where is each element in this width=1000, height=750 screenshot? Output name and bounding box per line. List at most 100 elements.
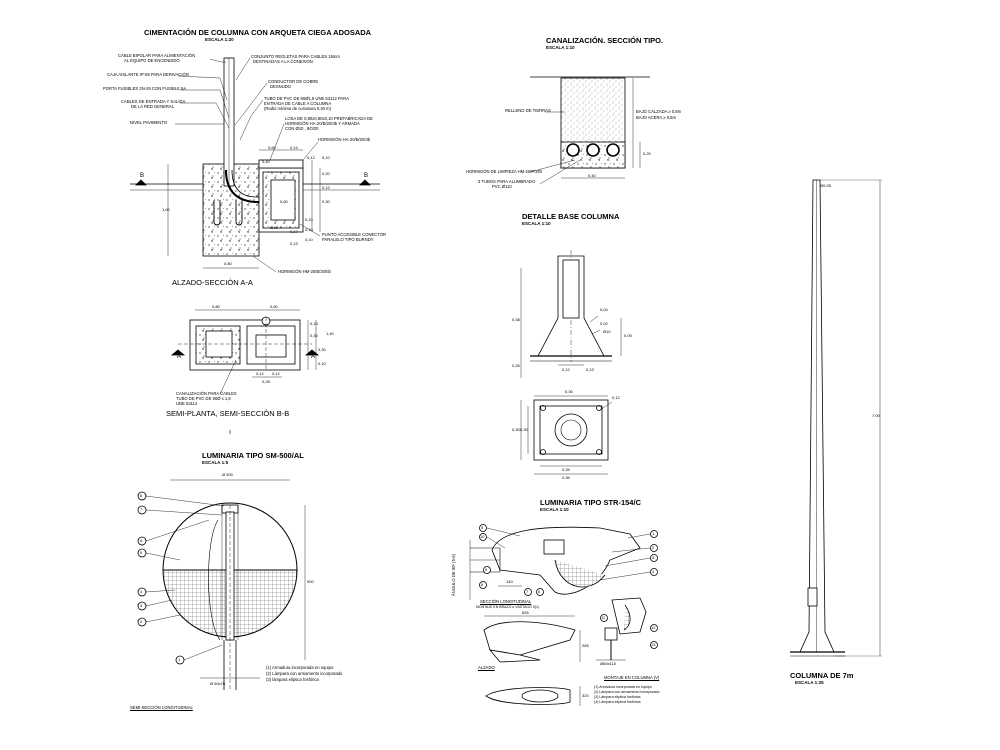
cim-dim: 0,80 [224, 261, 232, 266]
base-dim: 0,04 [600, 307, 608, 312]
cim-label: NIVEL PAVIMENTO [130, 120, 168, 125]
str-column-note: MONTAJE EN COLUMNA (V) [604, 675, 660, 680]
base-dim: 0,12 [612, 395, 620, 400]
cim-dim: 0,10 [305, 237, 313, 242]
sm-callout: 4 [140, 589, 143, 594]
base-dim: 0,38 [512, 317, 520, 322]
str-side-label: ÁNGULO DE 90º (5-6) [451, 553, 456, 596]
sm-callout: 3 [140, 603, 143, 608]
section-mark-b-left: B [140, 173, 145, 179]
str-title: LUMINARIA TIPO STR-154/C [540, 498, 641, 507]
canal-dim: 0,20 [643, 151, 651, 156]
base-dim: 0,26 [562, 467, 570, 472]
sm-callout: 6 [140, 493, 143, 498]
sm-callout: 5 [140, 550, 143, 555]
str-callout-left: 8 [481, 582, 484, 587]
cim-label: CONJUNTO REGLETAS PARA CABLES 16mm [251, 54, 340, 59]
sm-callout: 6 [140, 538, 143, 543]
cim-label: CABLE BIPOLAR PARA ALIMENTACIÓN [118, 53, 196, 58]
str-callout-right: 4 [652, 569, 655, 574]
sm-callout: 7 [140, 507, 143, 512]
semi-dim: 0,10 [310, 321, 318, 326]
semi-note: CANALIZACIÓN PARA CABLES [176, 391, 237, 396]
sm-legend: (3) lámpara elíptica fosfórica [266, 677, 319, 682]
canal-label: BAJO ACERA ≥ 0,6m [636, 115, 676, 120]
str-callout-left: 9 [485, 567, 488, 572]
sm-callout: 2 [140, 619, 143, 624]
cim-label: DE LA RED GENERAL [131, 104, 175, 109]
str-callout-right: 1 [652, 531, 655, 536]
cim-label: HORMIGÓN HM-20/B/20/IIb [278, 269, 331, 274]
base-dim: 0,12 [562, 367, 570, 372]
str-callout-right: 3 [652, 555, 655, 560]
str-detail-dim: Ø60x110 [600, 661, 616, 666]
cim-label: (Radio mínimo de curvatura 0,40 m) [264, 106, 332, 111]
cim-label: PUNTO ACCESIBLE CONECTOR [322, 232, 387, 237]
canal-label: PVC Ø110 [492, 184, 512, 189]
base-scale: ESCALA 1:10 [522, 221, 551, 226]
cim-label: CONDUCTOR DE COBRE [268, 79, 319, 84]
semi-dim: 0,12 [256, 371, 264, 376]
semi-dim: 1,40 [326, 331, 334, 336]
luminaire-sm500-drawing [137, 479, 306, 690]
cim-label: DESNUDO [270, 84, 291, 89]
base-dim: 0,02 [600, 321, 608, 326]
base-dim: Ø10 [603, 329, 611, 334]
str-dim-626: 626 [522, 610, 529, 615]
semi-dim: 0,10 [318, 361, 326, 366]
str-callout-left: 7 [526, 589, 529, 594]
str-legend: (3) Lámpara elíptica fosfórica [594, 695, 641, 699]
canal-label: BAJO CALZADA ≥ 0,8m [636, 109, 682, 114]
cim-label: CABLES DE ENTRADA Y SALIDA [121, 99, 186, 104]
cim-dim: 0,14 [290, 145, 298, 150]
column-top-dim: Ø0,05 [820, 183, 831, 188]
sm-top-dim: Ø 500 [222, 472, 233, 477]
base-dim: 0,30 [520, 427, 528, 432]
section-mark-a-right: A [311, 354, 316, 360]
semi-caption: SEMI-PLANTA, SEMI-SECCIÓN B-B [166, 409, 290, 418]
base-dim: 0,36 [562, 475, 570, 480]
base-dim: 0,26 [512, 363, 520, 368]
cimentacion-elevation-drawing [130, 57, 380, 273]
base-dim: 0,30 [565, 389, 573, 394]
section-mark-a-left: A [177, 354, 182, 360]
str-legend: (4) Lámpara elíptica fosfórica [594, 700, 641, 704]
cim-label: HORMIGÓN HA-20/B/20/IIb [318, 137, 371, 142]
cim-label: CON Ø10 , 8/0/20 [285, 126, 319, 131]
cim-dim: 0,13 [290, 241, 298, 246]
cim-label: PARALELO TIPO BURNDY [322, 237, 374, 242]
sm-caption: SEMI-SECCIÓN LONGITUDINAL [130, 705, 193, 710]
str-section-note: MONTAJE EN BRAZO o VÁSTAGO 0(1) [476, 605, 540, 609]
cim-dim: 1,00 [162, 207, 170, 212]
cim-dim: 0,46 [270, 225, 278, 230]
cim-label: AL EQUIPO DE ENCENDIDO [124, 58, 180, 63]
str-detail-callout: 13 [651, 642, 656, 647]
str-callout-left: 5 [481, 525, 484, 530]
base-title: DETALLE BASE COLUMNA [522, 212, 620, 221]
str-callout-right: 2 [652, 545, 655, 550]
str-legend: (1) Armadura incorporada en equipo [594, 685, 652, 689]
semi-plan-drawing [170, 309, 320, 434]
trench-section-drawing [529, 76, 650, 185]
sm-title: LUMINARIA TIPO SM-500/AL [202, 451, 304, 460]
cim-label: LOSA DE 0,80x0,80x0,10 PREFABRICADA DE [285, 116, 373, 121]
base-dim: 0,30 [512, 427, 520, 432]
cim-label: DESTINADAS A LA CONEXIÓN [253, 59, 313, 64]
cim-dim: 0,40 [262, 159, 270, 164]
alzado-caption: ALZADO-SECCIÓN A-A [172, 278, 253, 287]
canal-label: 3 TUBOS PARA ALUMBRADO [478, 179, 536, 184]
cim-dim: 0,17 [290, 229, 298, 234]
cim-label: TUBO DE PVC DE 90Ø1,8 UNE 53112 PARA [264, 96, 350, 101]
sm-scale: ESCALA 1:5 [202, 460, 229, 465]
semi-dim: 0,80 [212, 304, 220, 309]
canal-dim: 0,40 [588, 173, 596, 178]
str-dim-140: 140 [506, 579, 513, 584]
str-alzado: ALZADO [478, 665, 495, 670]
semi-note: TUBO DE PVC DE 90Ø x 1,8 [176, 396, 231, 401]
canalizacion-scale: ESCALA 1:10 [546, 45, 575, 50]
column-caption: COLUMNA DE 7m [790, 671, 854, 680]
str-detail-callout: 11 [601, 615, 606, 620]
canal-label: HORMIGÓN DE LIMPIEZA HM-20/P/20/I [466, 169, 543, 174]
semi-dim: 0,60 [270, 304, 278, 309]
